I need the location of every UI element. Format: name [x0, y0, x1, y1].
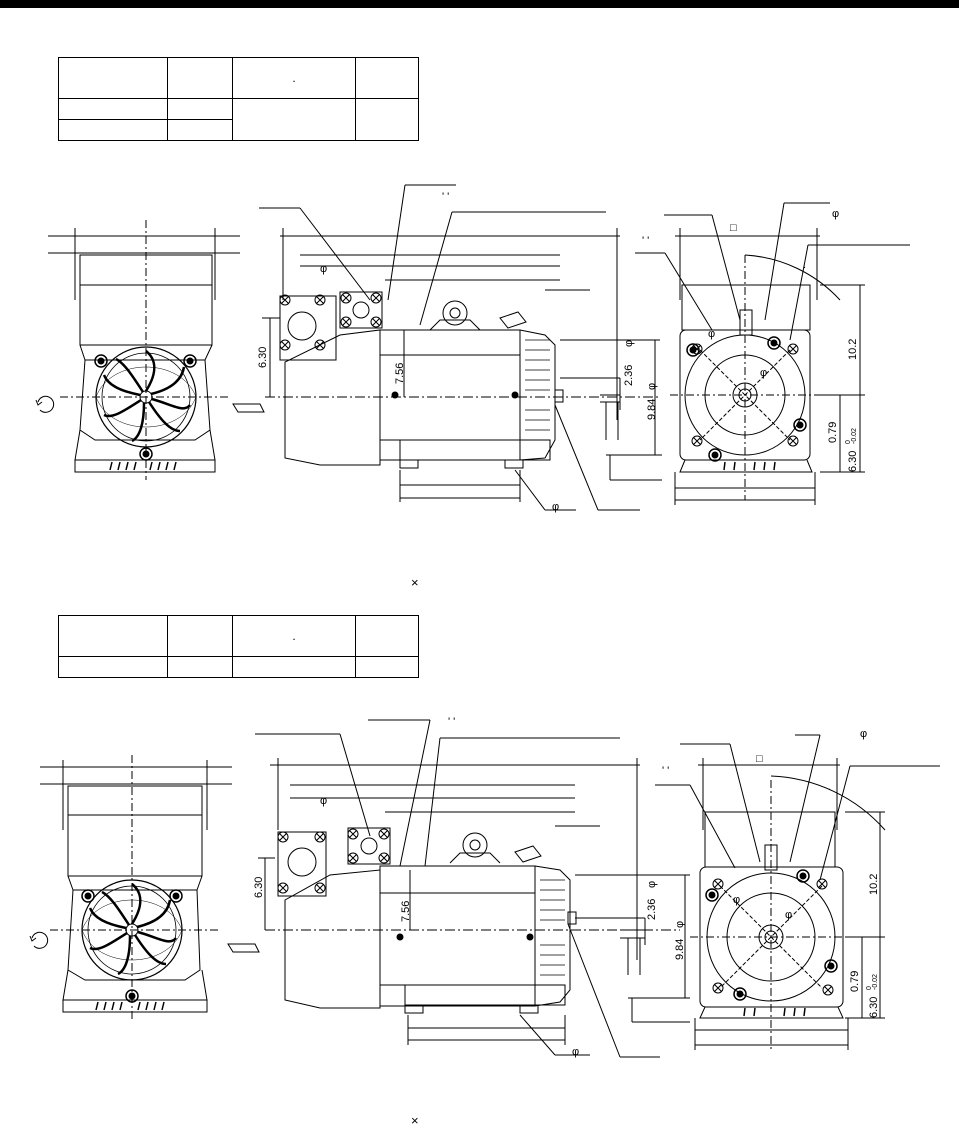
- dim-dia-2-36: 2.36: [623, 365, 635, 386]
- quote-mark: ' ': [442, 191, 449, 203]
- tol-upper: 0: [866, 986, 873, 990]
- tol-lower: -0.02: [872, 974, 879, 990]
- header-bar: [0, 0, 959, 8]
- quote-mark: ' ': [448, 716, 455, 728]
- dim-height-0-79: 0.79: [827, 422, 839, 443]
- spec-table-2: .: [58, 615, 419, 678]
- dim-height-0-79: 0.79: [849, 971, 861, 992]
- dia-symbol: φ: [674, 921, 686, 928]
- drawing-1: [35, 184, 910, 511]
- table-cell: [355, 57, 419, 99]
- dim-height-6-30: 6.30: [257, 347, 269, 368]
- multiply-symbol: ×: [411, 1113, 419, 1128]
- dia-symbol: φ: [552, 501, 559, 513]
- angle-tick: .: [803, 259, 806, 271]
- multiply-symbol: ×: [411, 575, 419, 590]
- dia-symbol: φ: [646, 881, 658, 888]
- dia-symbol: φ: [320, 795, 327, 807]
- angle-tick: .: [828, 781, 831, 793]
- square-symbol: □: [756, 753, 763, 765]
- table-cell: [355, 656, 419, 678]
- dim-height-7-56: 7.56: [394, 363, 406, 384]
- side-view: [259, 184, 662, 511]
- dia-symbol: φ: [832, 208, 839, 220]
- quote-mark: ' ': [662, 765, 669, 777]
- tol-upper: 0: [845, 440, 852, 444]
- spec-table-1: .: [58, 57, 419, 141]
- dia-symbol: φ: [623, 340, 635, 347]
- dim-dia-2-36: 2.36: [646, 899, 658, 920]
- dia-symbol: φ: [646, 383, 658, 390]
- dia-symbol: φ: [320, 263, 327, 275]
- dim-dia-9-84: 9.84: [646, 399, 658, 420]
- dia-symbol: φ: [708, 328, 715, 340]
- table-cell: [355, 98, 419, 141]
- end-view-fan-side: [29, 755, 260, 1020]
- square-symbol: □: [730, 222, 737, 234]
- side-view: [255, 719, 690, 1058]
- table-cell: .: [232, 57, 356, 99]
- dia-symbol: φ: [733, 894, 740, 906]
- dia-symbol: φ: [785, 909, 792, 921]
- table-cell: [355, 615, 419, 657]
- dim-height-10-2: 10.2: [868, 874, 880, 895]
- end-view-fan-side: [35, 220, 265, 480]
- dia-symbol: φ: [760, 367, 767, 379]
- dim-height-6-30: 6.30: [253, 877, 265, 898]
- dia-symbol: φ: [860, 728, 867, 740]
- dim-height-10-2: 10.2: [847, 339, 859, 360]
- dim-height-7-56: 7.56: [400, 901, 412, 922]
- front-view: [655, 734, 940, 1050]
- dim-height-6-30b: 6.30: [847, 451, 859, 472]
- dia-symbol: φ: [572, 1046, 579, 1058]
- table-cell: [167, 119, 233, 141]
- table-cell: [167, 615, 233, 657]
- drawing-2: [29, 719, 940, 1058]
- dim-dia-9-84: 9.84: [674, 939, 686, 960]
- tol-lower: -0.02: [851, 428, 858, 444]
- front-view: [635, 202, 910, 505]
- dim-height-6-30b: 6.30: [868, 997, 880, 1018]
- quote-mark: ' ': [642, 235, 649, 247]
